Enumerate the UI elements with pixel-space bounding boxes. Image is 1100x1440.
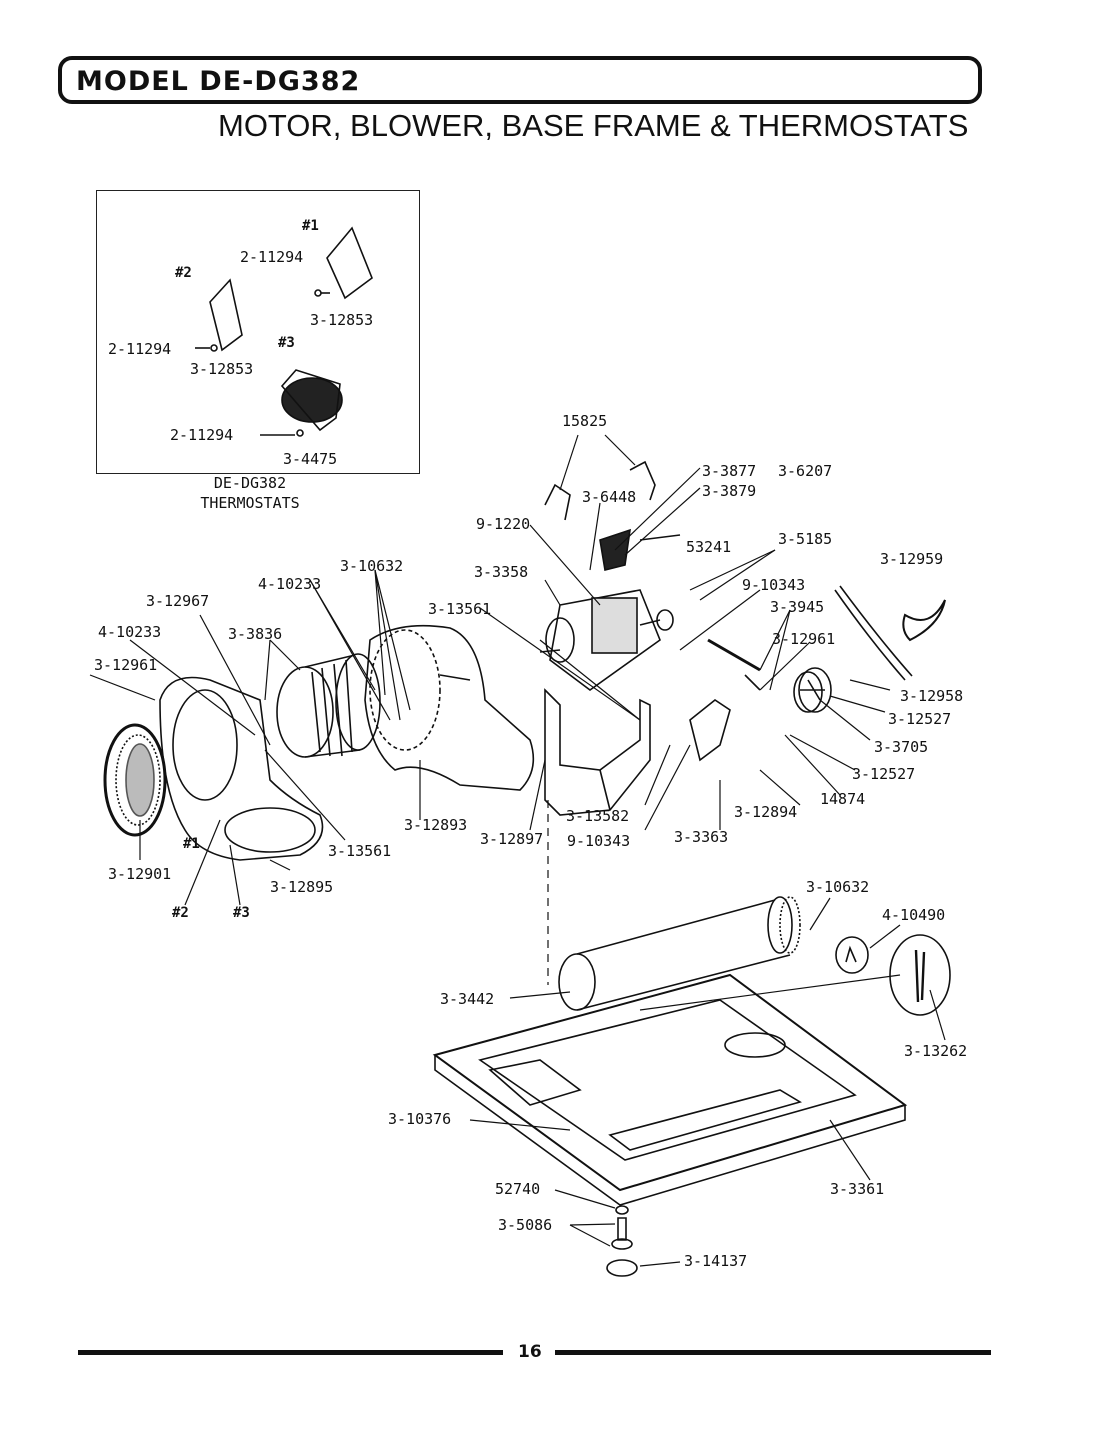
part-label: 3-3836 <box>228 625 283 643</box>
part-label: 3-5086 <box>498 1216 553 1234</box>
drive-belt <box>834 585 946 681</box>
part-label: 9-10343 <box>742 576 806 594</box>
inset-part-label: 2-11294 <box>240 248 304 266</box>
inset-label-thermostat-3: #3 <box>278 335 295 351</box>
part-label: 4-10490 <box>882 906 946 924</box>
part-label: 3-12897 <box>480 830 544 848</box>
motor-switch-spring <box>599 528 681 571</box>
part-label: 14874 <box>820 790 866 808</box>
inset-part-label: 2-11294 <box>170 426 234 444</box>
part-label: 52740 <box>495 1180 541 1198</box>
part-label: 3-3442 <box>440 990 495 1008</box>
callout-tag-2: #2 <box>172 905 189 921</box>
blower-front-housing <box>159 676 324 861</box>
idler-arm <box>689 638 761 762</box>
part-label: 3-5185 <box>778 530 833 548</box>
inset-part-label: 2-11294 <box>108 340 172 358</box>
part-label: 3-12527 <box>852 765 916 783</box>
inset-part-label: 3-4475 <box>283 450 338 468</box>
part-label: 3-3879 <box>702 482 757 500</box>
inset-caption-model: DE-DG382 <box>213 474 287 492</box>
part-label: 3-12967 <box>146 592 210 610</box>
duct-clip-4-10490 <box>835 936 869 974</box>
motor-mount-bracket <box>544 688 651 816</box>
part-label: 9-10343 <box>567 832 631 850</box>
part-label: 3-12901 <box>108 865 172 883</box>
inset-label-thermostat-1: #1 <box>302 218 319 234</box>
callout-tag-1: #1 <box>183 836 200 852</box>
part-label: 3-6448 <box>582 488 637 506</box>
inset-part-label: 3-12853 <box>190 360 254 378</box>
part-label: 3-13582 <box>566 807 630 825</box>
leveling-leg <box>606 1205 638 1277</box>
part-label: 3-10376 <box>388 1110 452 1128</box>
part-label: 4-10233 <box>98 623 162 641</box>
page-number: 16 <box>518 1342 542 1362</box>
inset-label-thermostat-2: #2 <box>175 265 192 281</box>
model-title-frame <box>58 56 982 104</box>
motor-clamps <box>544 460 656 521</box>
part-label: 3-6207 <box>778 462 833 480</box>
part-label: 53241 <box>686 538 732 556</box>
part-label: 3-12894 <box>734 803 798 821</box>
part-label: 9-1220 <box>476 515 531 533</box>
blower-wheel <box>276 653 381 758</box>
thermostat-1-plate <box>314 226 373 300</box>
blower-seal-ring <box>103 723 167 837</box>
blower-rear-housing <box>364 624 535 791</box>
leader-lines <box>89 434 946 1267</box>
footer-rule-left <box>78 1350 503 1355</box>
part-label: 3-13561 <box>428 600 492 618</box>
exhaust-duct <box>558 896 801 1011</box>
idler-pulley <box>793 667 832 713</box>
part-label: 3-10632 <box>806 878 870 896</box>
part-label: 3-13561 <box>328 842 392 860</box>
part-label: 3-12958 <box>900 687 964 705</box>
part-label: 3-3358 <box>474 563 529 581</box>
part-label: 3-13262 <box>904 1042 968 1060</box>
part-label: 3-12961 <box>772 630 836 648</box>
part-label: 3-3877 <box>702 462 757 480</box>
part-label: 3-3945 <box>770 598 825 616</box>
part-label: 3-3705 <box>874 738 929 756</box>
part-label: 3-14137 <box>684 1252 748 1270</box>
part-label: 3-12961 <box>94 656 158 674</box>
callout-tag-3: #3 <box>233 905 250 921</box>
part-label: 3-3363 <box>674 828 729 846</box>
model-title: MODEL DE-DG382 <box>76 66 361 97</box>
footer-rule-right <box>555 1350 991 1355</box>
thermostat-inset-frame <box>96 190 420 474</box>
part-label: 4-10233 <box>258 575 322 593</box>
part-label: 3-3361 <box>830 1180 885 1198</box>
part-label: 3-12895 <box>270 878 334 896</box>
part-label: 15825 <box>562 412 608 430</box>
thermostat-2-plate <box>195 278 243 352</box>
part-label: 3-10632 <box>340 557 404 575</box>
part-label: 3-12959 <box>880 550 944 568</box>
part-label: 3-12527 <box>888 710 952 728</box>
inset-part-label: 3-12853 <box>310 311 374 329</box>
duct-clip-3-13262 <box>889 934 951 1016</box>
inset-caption-thermostats: THERMOSTATS <box>200 494 300 512</box>
thermostat-3-body <box>260 369 343 437</box>
diagram-title: MOTOR, BLOWER, BASE FRAME & THERMOSTATS <box>218 108 969 143</box>
part-label: 3-12893 <box>404 816 468 834</box>
base-frame <box>432 973 908 1206</box>
